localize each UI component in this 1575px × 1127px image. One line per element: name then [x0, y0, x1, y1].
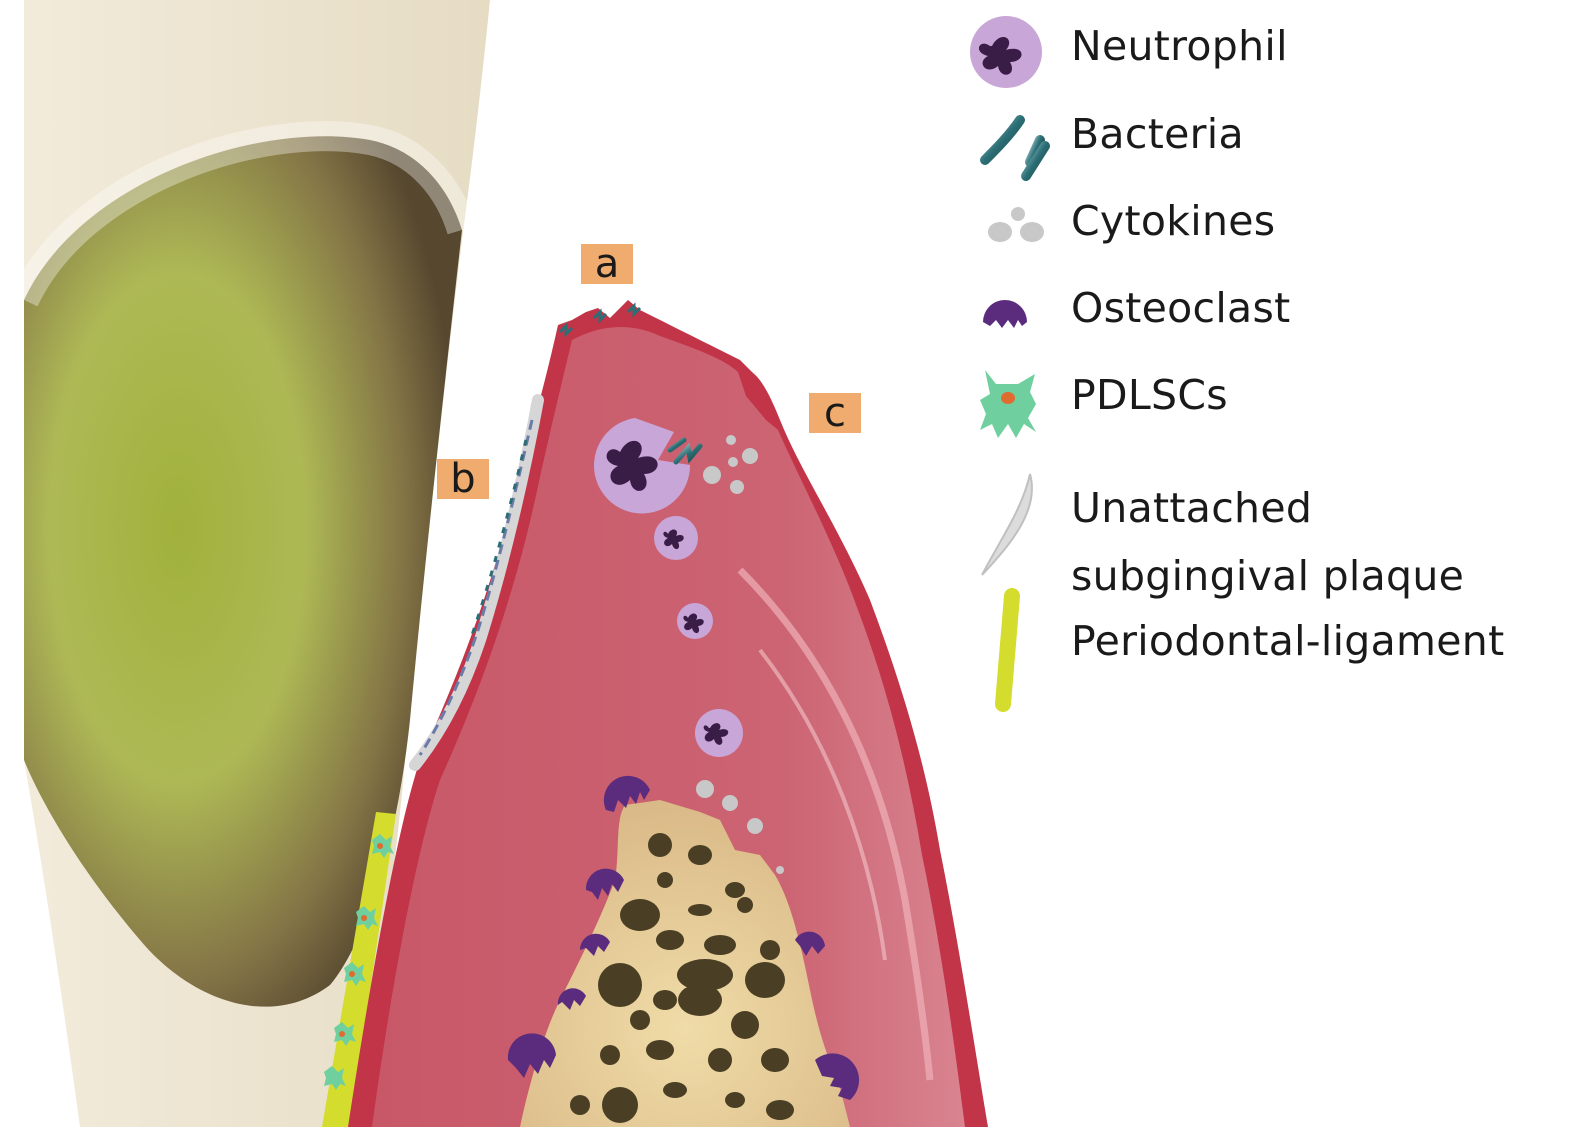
marker-a: a — [581, 244, 633, 284]
legend-label-osteoclast: Osteoclast — [1071, 284, 1291, 332]
alveolar-bone — [520, 800, 850, 1127]
tooth-plaque-stain — [24, 136, 462, 1007]
legend-bacteria-icon — [980, 115, 1050, 181]
engulfed-bacteria — [667, 437, 703, 465]
bone-cavities — [570, 833, 794, 1123]
periodontal-ligament — [322, 812, 396, 1127]
legend-label-pdlscs: PDLSCs — [1071, 371, 1228, 419]
legend-plaque-icon — [981, 473, 1033, 576]
tissue-neutrophils — [594, 418, 743, 757]
legend-label-bacteria: Bacteria — [1071, 110, 1244, 158]
marker-b: b — [437, 459, 489, 499]
legend-label-ligament: Periodontal-ligament — [1071, 617, 1505, 665]
legend-label-cytokines: Cytokines — [1071, 197, 1276, 245]
crest-bacteria — [558, 302, 642, 338]
legend-neutrophil-icon — [970, 16, 1042, 88]
legend-cytokines-icon — [988, 207, 1044, 242]
legend-label-plaque: Unattached subgingival plaque — [1071, 484, 1465, 600]
tissue-cytokines — [696, 435, 784, 874]
legend-label-neutrophil: Neutrophil — [1071, 22, 1288, 70]
legend-ligament-icon — [995, 588, 1020, 712]
legend-pdlsc-icon — [980, 370, 1036, 438]
gingiva — [348, 300, 988, 1127]
marker-c: c — [809, 393, 861, 433]
tooth — [0, 0, 490, 1127]
bone-osteoclasts — [507, 775, 860, 1100]
legend-osteoclast-icon — [983, 300, 1027, 328]
